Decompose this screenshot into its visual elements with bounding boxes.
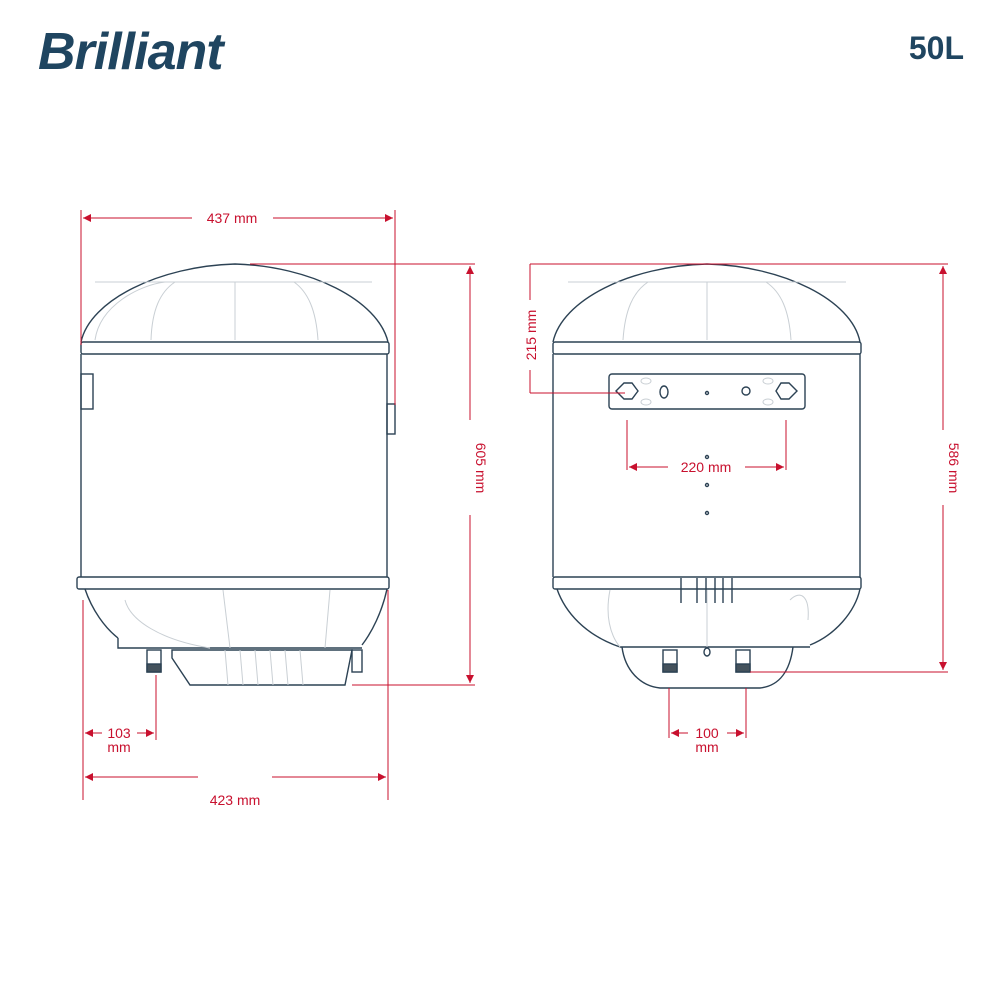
front-bracket-height-label: 215 mm — [523, 310, 539, 361]
side-pipe-offset-unit: mm — [107, 739, 130, 755]
side-width-top-label: 437 mm — [207, 210, 258, 226]
front-view-dimensions — [529, 263, 948, 738]
side-pipe-offset-value: 103 — [107, 725, 131, 741]
front-pipe-spacing-unit: mm — [695, 739, 718, 755]
side-width-bottom-label: 423 mm — [210, 792, 261, 808]
side-view-dimensions — [80, 210, 475, 800]
capacity-label: 50L — [908, 30, 964, 66]
front-bracket-spacing-label: 220 mm — [681, 459, 732, 475]
front-view-heater — [552, 263, 862, 689]
front-pipe-spacing-value: 100 — [695, 725, 719, 741]
front-height-label: 586 mm — [946, 443, 962, 494]
brand-logo: Brilliant — [38, 23, 224, 81]
side-height-label: 605 mm — [473, 443, 489, 494]
side-view-heater — [76, 263, 396, 686]
